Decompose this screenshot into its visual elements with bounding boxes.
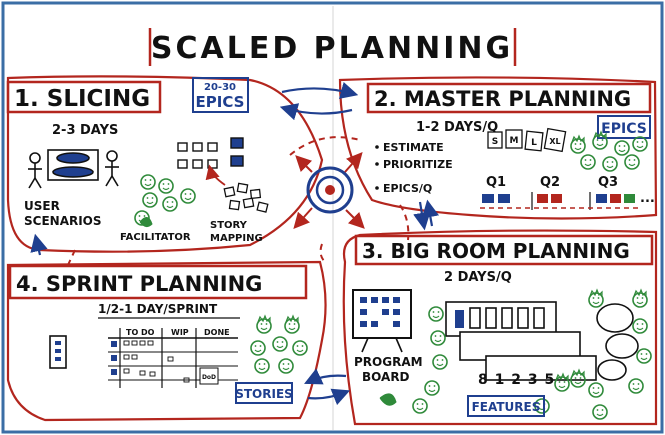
sprint-heading: 4. SPRINT PLANNING	[16, 272, 262, 296]
quarter-q2: Q2	[540, 175, 560, 190]
size-l: L	[531, 138, 537, 148]
section-sprint-planning: 4. SPRINT PLANNING 1/2-1 DAY/SPRINT TO D…	[6, 260, 327, 422]
leaf-icon-big-room	[379, 393, 397, 406]
size-xl: XL	[549, 137, 560, 146]
facilitator-label: FACILITATOR	[120, 232, 191, 243]
page-title: SCALED PLANNING	[151, 31, 513, 66]
column-wip: WIP	[171, 328, 189, 337]
slicing-epics-badge	[192, 77, 249, 113]
program-board-drawing	[352, 289, 412, 353]
section-slicing: 1. SLICING 2-3 DAYS 20-30 EPICS USER SCE…	[6, 75, 324, 253]
bullet-epics-per-quarter: EPICS/Q	[383, 182, 432, 195]
dashed-cycle	[67, 136, 410, 266]
sprint-backlog-drawing	[49, 335, 67, 369]
sprint-task-board: TO DO WIP DONE DoD	[108, 328, 238, 388]
story-mapping-line2: MAPPING	[210, 233, 263, 244]
section-big-room-planning: 3. BIG ROOM PLANNING 2 DAYS/Q PROGRAM BO…	[342, 229, 658, 426]
master-outline	[338, 76, 658, 220]
master-duration: 1-2 DAYS/Q	[416, 120, 498, 135]
sprint-duration: 1/2-1 DAY/SPRINT	[98, 302, 218, 316]
user-scenario-drawing	[28, 149, 119, 189]
leaf-icon	[139, 217, 153, 228]
slicing-heading: 1. SLICING	[14, 86, 150, 112]
big-room-heading-box	[354, 234, 654, 266]
program-board-line2: BOARD	[362, 370, 410, 384]
story-mapping-cards	[223, 182, 269, 213]
slicing-heading-box	[6, 80, 162, 114]
slicing-badge-count: 20-30	[204, 82, 236, 93]
quarter-q3: Q3	[598, 175, 618, 190]
story-mapping-line1: STORY	[210, 220, 248, 231]
big-room-duration: 2 DAYS/Q	[444, 270, 512, 285]
column-to-do: TO DO	[126, 328, 155, 337]
master-badge-label: EPICS	[601, 121, 647, 137]
quarter-q1: Q1	[486, 175, 506, 190]
quarter-epic-cards	[480, 192, 640, 210]
master-heading-box	[366, 82, 652, 114]
column-done: DONE	[204, 328, 230, 337]
team-tables	[445, 301, 639, 381]
features-badge-label: FEATURES	[472, 400, 541, 414]
feature-estimates: 8 1 2 3 5	[478, 372, 555, 388]
definition-of-done: DoD	[202, 374, 216, 381]
sprint-outline	[6, 260, 327, 422]
bullet-estimate: ESTIMATE	[383, 141, 444, 154]
master-epics-badge	[597, 115, 651, 139]
size-m: M	[510, 136, 519, 146]
slicing-duration: 2-3 DAYS	[52, 123, 118, 138]
stories-badge	[235, 382, 293, 404]
user-scenarios-line2: SCENARIOS	[24, 214, 102, 228]
big-room-heading: 3. BIG ROOM PLANNING	[362, 239, 630, 263]
center-target	[306, 166, 354, 214]
sprint-heading-box	[8, 264, 308, 300]
bullet-prioritize: PRIORITIZE	[383, 158, 453, 171]
section-master-planning: 2. MASTER PLANNING 1-2 DAYS/Q EPICS ESTI…	[338, 76, 658, 220]
master-heading: 2. MASTER PLANNING	[374, 87, 631, 111]
size-cards: S M L XL	[487, 127, 567, 153]
slicing-badge-label: EPICS	[196, 93, 245, 111]
master-bullet-list: ESTIMATE PRIORITIZE EPICS/Q	[375, 141, 453, 195]
size-s: S	[492, 137, 498, 147]
title-group: SCALED PLANNING	[148, 28, 517, 66]
user-scenarios-line1: USER	[24, 199, 60, 213]
center-arrows	[293, 152, 365, 229]
program-board-line1: PROGRAM	[354, 355, 423, 369]
flow-arrows	[30, 81, 440, 406]
stories-badge-label: STORIES	[235, 387, 293, 401]
features-badge	[467, 395, 545, 417]
quarter-more: ...	[640, 191, 655, 206]
